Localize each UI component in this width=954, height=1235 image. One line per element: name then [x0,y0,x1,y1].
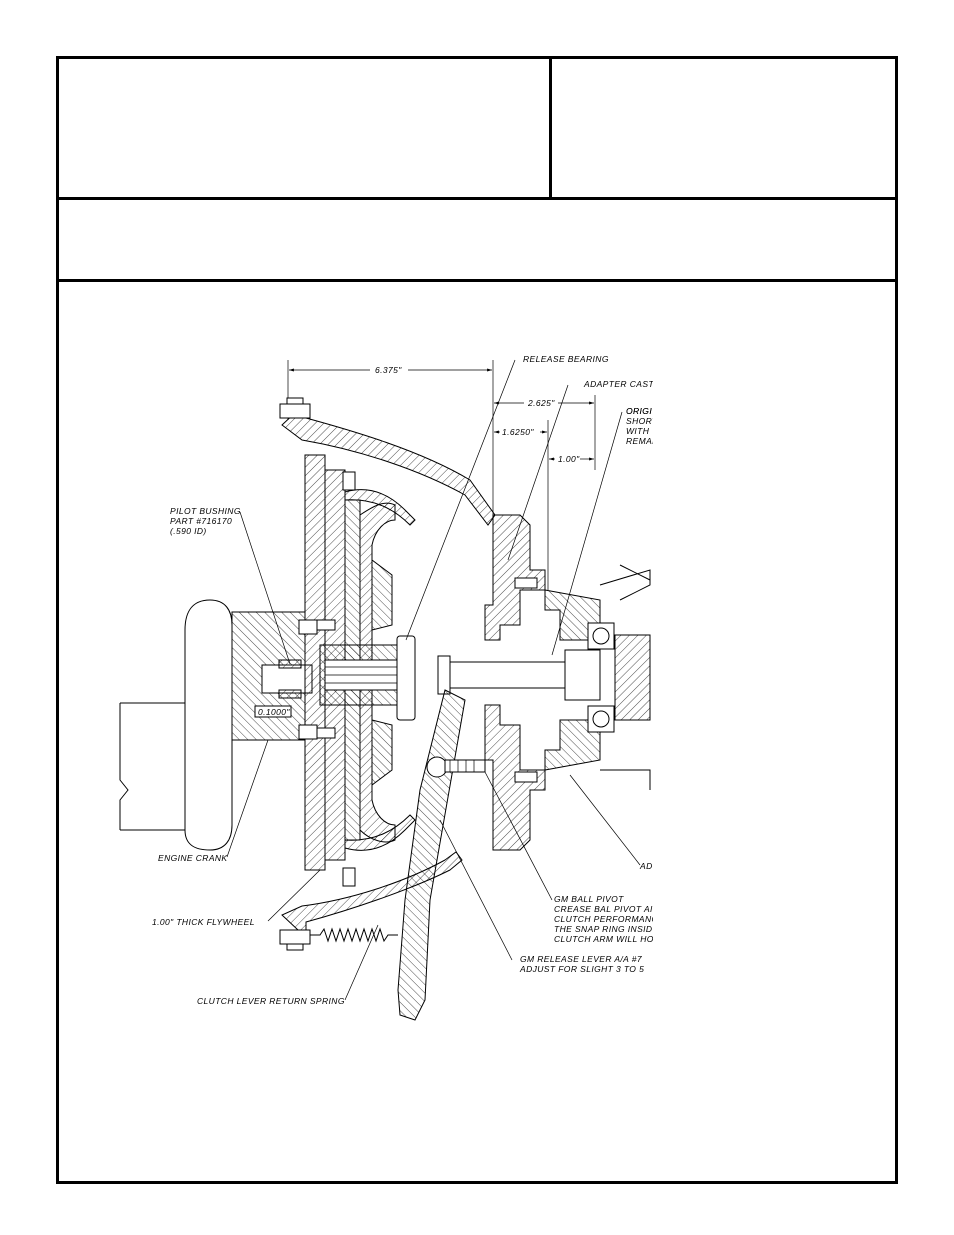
label-release-lever-2: ADJUST FOR SLIGHT 3 TO 5 [519,964,644,974]
return-spring [310,927,398,943]
description-divider [56,279,898,282]
label-original-2: SHORT [626,416,658,426]
dim-shaft-text: 1.00" [558,454,580,464]
label-adapter-plate: AD [639,861,653,871]
title-block-vertical-divider [549,56,552,200]
dimension-16250: 1.6250" [494,420,549,590]
label-engine-crank: ENGINE CRANK [158,853,228,863]
engine-crank: 0.1000" [119,599,313,851]
dim-bearing-text: 1.6250" [502,427,534,437]
label-return-spring: CLUTCH LEVER RETURN SPRING [197,996,345,1006]
label-ball-pivot-5: CLUTCH ARM WILL HO [554,934,654,944]
dimension-2625: 2.625" [494,395,596,470]
label-flywheel: 1.00" THICK FLYWHEEL [152,917,255,927]
label-pilot-bushing-1: PILOT BUSHING [170,506,241,516]
label-ball-pivot-4: THE SNAP RING INSID [554,924,652,934]
clearance-box [254,705,292,718]
crop-mask [653,350,893,1050]
dimension-100: 1.00" [549,454,594,464]
label-original-1-overlay: ORIGI [626,406,652,416]
label-pilot-bushing-2: PART #716170 [170,516,232,526]
dim-clearance-text: 0.1000" [258,707,290,717]
input-shaft [319,635,601,721]
title-block-divider [56,197,898,200]
release-lever [397,689,486,1021]
label-ball-pivot-2: CREASE BAL PIVOT AI [554,904,653,914]
bellhousing [279,397,496,951]
adapter-casting [484,514,601,851]
drawing-border [56,56,898,1184]
label-ball-pivot-1: GM BALL PIVOT [554,894,624,904]
label-pilot-bushing-3: (.590 ID) [170,526,207,536]
dim-adapter-text: 2.625" [527,398,555,408]
dim-overall-text: 6.375" [375,365,402,375]
label-ball-pivot-3: CLUTCH PERFORMANC [554,914,659,924]
label-original-3: WITH [626,426,650,436]
label-release-bearing: RELEASE BEARING [523,354,609,364]
label-adapter-casting: ADAPTER CASTI [583,379,657,389]
label-original-4: REMAI [626,436,655,446]
label-release-lever-1: GM RELEASE LEVER A/A #7 [520,954,642,964]
label-original-1: ORIGI [626,406,652,416]
transmission-bearing [587,564,651,790]
leader-lines [226,359,641,1001]
